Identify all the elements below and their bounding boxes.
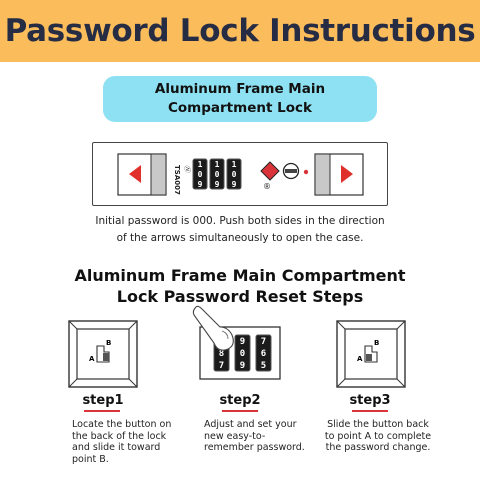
dial-digit: 9 xyxy=(215,180,220,189)
step3-point-b: B xyxy=(374,339,379,347)
dial-wheel xyxy=(209,158,225,190)
step3-text: Slide the button back to point A to comp… xyxy=(318,419,438,454)
dial-wheel xyxy=(234,334,251,372)
step1-point-b: B xyxy=(106,339,111,347)
description-line1: Initial password is 000. Push both sides… xyxy=(95,215,385,227)
dial-digit: 7 xyxy=(219,361,224,371)
step1-text-line: the back of the lock xyxy=(72,430,167,442)
reset-title-line1: Aluminum Frame Main Compartment xyxy=(74,266,406,285)
dial-digit: 0 xyxy=(198,170,203,179)
dial-digit: 9 xyxy=(198,180,203,189)
right-slider-button xyxy=(314,153,364,196)
section-title-line1: Aluminum Frame Main xyxy=(154,81,326,97)
dial-digit: 5 xyxy=(261,361,266,371)
step1-text-line: Locate the button on xyxy=(72,419,172,430)
step2-text-line: remember password. xyxy=(204,442,305,453)
initial-password-description: Initial password is 000. Push both sides… xyxy=(40,213,440,247)
tsa-diamond-icon xyxy=(260,161,280,181)
reset-steps-title: Aluminum Frame Main Compartment Lock Pas… xyxy=(40,265,440,307)
step1-underline xyxy=(84,410,120,412)
step3-point-a: A xyxy=(357,355,363,363)
step3-figure: B A xyxy=(336,320,406,388)
dial-digit: 0 xyxy=(215,170,220,179)
step1-label: step1 xyxy=(82,393,124,408)
page-title: Password Lock Instructions xyxy=(4,13,476,49)
right-arrow-icon xyxy=(341,165,353,183)
dial-digit: 9 xyxy=(232,180,237,189)
header-banner: Password Lock Instructions xyxy=(0,0,480,62)
dial-digit: 9 xyxy=(240,361,245,371)
step2-underline xyxy=(222,410,258,412)
indicator-dot-icon xyxy=(303,169,309,175)
step3-text-line: the password change. xyxy=(325,442,431,453)
reset-title-line2: Lock Password Reset Steps xyxy=(116,287,364,306)
section-title-pill: Aluminum Frame Main Compartment Lock xyxy=(103,76,377,122)
tsa-logo-icon: Ⓝ xyxy=(183,165,191,173)
dial-digit: 9 xyxy=(240,337,245,347)
finger-icon xyxy=(192,305,234,351)
step2-text-line: new easy-to- xyxy=(204,430,266,442)
step3-underline xyxy=(352,410,388,412)
step1-point-a: A xyxy=(89,355,95,363)
step2-text-line: Adjust and set your xyxy=(204,419,297,430)
dial-digit: 8 xyxy=(219,349,224,359)
dial-digit: 6 xyxy=(261,349,266,359)
dial-digit: 0 xyxy=(232,170,237,179)
step2-text: Adjust and set your new easy-to- remembe… xyxy=(204,419,314,454)
step2-figure: 987909765 xyxy=(192,305,281,380)
dial-digit: 1 xyxy=(198,160,203,169)
tsa-code: TSA007 xyxy=(173,165,181,195)
dial-digit: 0 xyxy=(240,349,245,359)
dial-wheel xyxy=(255,334,272,372)
step3-text-line: Slide the button back xyxy=(327,419,429,430)
registered-mark: ® xyxy=(263,182,271,191)
step2-label: step2 xyxy=(219,393,261,408)
left-arrow-icon xyxy=(129,165,141,183)
step3-label: step3 xyxy=(349,393,391,408)
step3-text-line: to point A to complete xyxy=(324,430,432,442)
dial-wheel xyxy=(226,158,242,190)
description-line2: of the arrows simultaneously to open the… xyxy=(116,232,364,244)
dial-wheel xyxy=(192,158,208,190)
step1-text-line: point B. xyxy=(72,453,109,465)
dial-digit: 1 xyxy=(215,160,220,169)
slide-button-icon xyxy=(366,354,372,361)
dial-digit: 7 xyxy=(261,337,266,347)
section-title-line2: Compartment Lock xyxy=(168,100,312,116)
step1-text: Locate the button on the back of the loc… xyxy=(72,419,182,465)
dial-digit: 1 xyxy=(232,160,237,169)
left-slider-button xyxy=(117,153,167,196)
step1-figure: B A xyxy=(68,320,138,388)
step1-text-line: and slide it toward xyxy=(72,442,161,453)
slide-button-icon xyxy=(103,353,109,361)
